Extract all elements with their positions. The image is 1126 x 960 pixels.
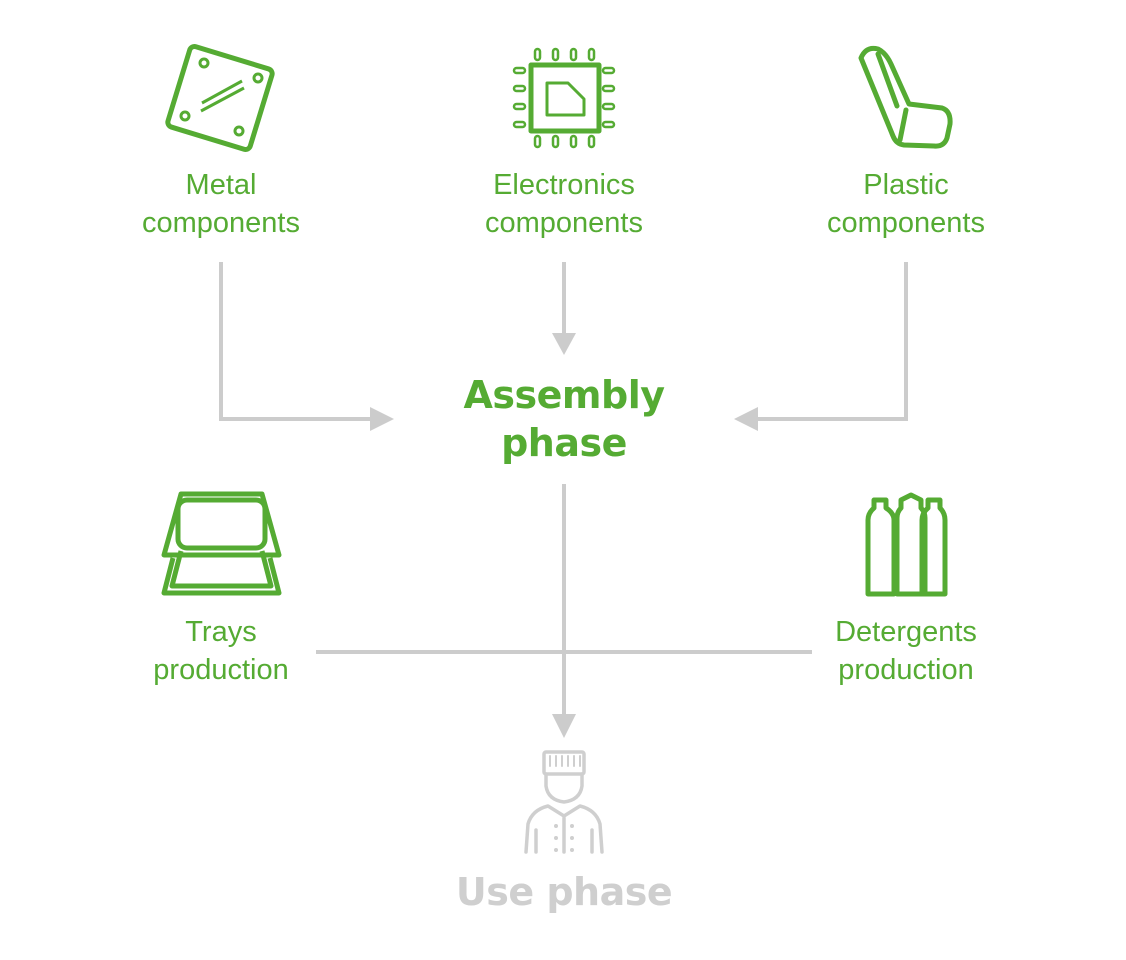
chef-icon (524, 750, 604, 854)
electronics-label-line2: components (485, 207, 643, 239)
metal-components-label: Metal components (121, 166, 321, 242)
assembly-phase-title: Assembly phase (414, 371, 714, 467)
arrow-right-icon (370, 407, 394, 431)
connectors (219, 262, 908, 716)
metal-label-line2: components (142, 207, 300, 239)
detergent-bottles-icon (865, 492, 948, 597)
electronics-components-label: Electronics components (454, 166, 674, 242)
use-phase-label: Use phase (455, 870, 673, 914)
trays-label-line2: production (153, 654, 289, 686)
plastic-label-line1: Plastic (863, 169, 949, 201)
connector-metal-to-assembly (219, 262, 372, 421)
assembly-title-line2: phase (501, 421, 627, 465)
metal-plate-icon (165, 44, 275, 152)
plastic-label-line2: components (827, 207, 985, 239)
arrow-down-icon (552, 714, 576, 738)
microchip-icon (512, 47, 616, 149)
trays-label-line1: Trays (185, 616, 257, 648)
connector-plastic-to-assembly (756, 262, 908, 421)
trays-icon (161, 491, 282, 596)
arrow-left-icon (734, 407, 758, 431)
metal-label-line1: Metal (185, 169, 257, 201)
trays-production-label: Trays production (121, 613, 321, 689)
assembly-title-line1: Assembly (463, 373, 665, 417)
arrow-down-icon (552, 333, 576, 355)
detergents-label-line2: production (838, 654, 974, 686)
plastic-components-label: Plastic components (806, 166, 1006, 242)
electronics-label-line1: Electronics (493, 169, 635, 201)
use-phase-title: Use phase (414, 868, 714, 916)
arrowheads (370, 333, 758, 738)
plastic-seat-icon (858, 45, 953, 149)
detergents-production-label: Detergents production (796, 613, 1016, 689)
detergents-label-line1: Detergents (835, 616, 977, 648)
